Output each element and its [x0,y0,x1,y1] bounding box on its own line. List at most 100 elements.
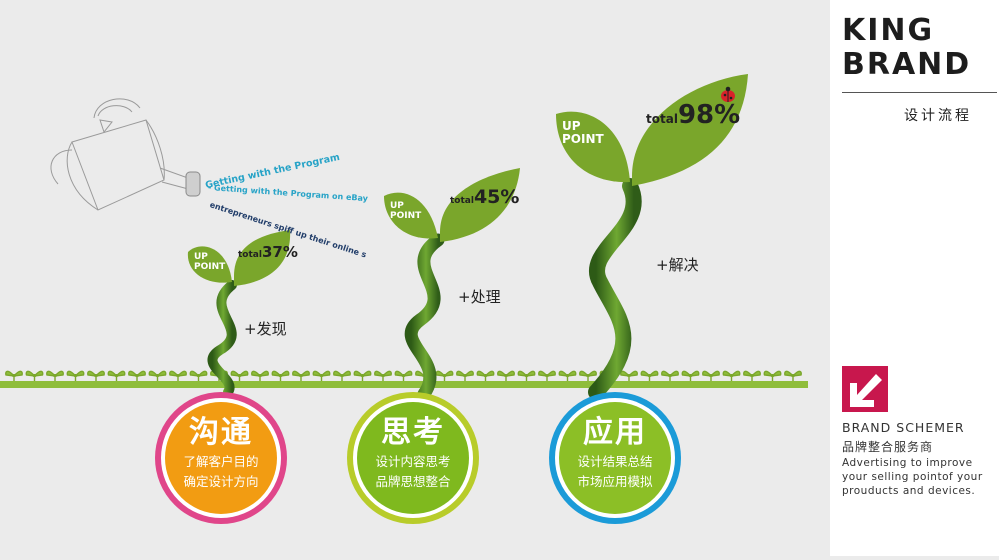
sprout [25,370,44,381]
circle-text-stage-2: 思考 设计内容思考 品牌思想整合 [353,414,473,492]
sprout [333,370,351,381]
circle-line-2: 市场应用模拟 [577,474,653,489]
sidebar: KING BRAND 设计流程 BRAND SCHEMER 品牌整合服务商 Ad… [830,0,999,556]
action-stage-1: +发现 [244,320,287,338]
total-value: 37% [261,243,298,261]
sprout [292,370,310,381]
sprout [87,370,105,381]
total-stage-1: total37% [238,243,298,261]
diagram-stage: Getting with the Program - Getting with … [0,74,808,524]
stem-stage-2 [404,233,445,401]
sprout [661,370,679,381]
circle-stage-2 [347,392,479,524]
leaf-left-stage-2 [384,192,438,239]
fill-stage-3 [559,402,671,514]
sprout [497,370,515,381]
circle-title: 沟通 [189,415,253,450]
total-word: total [450,196,474,206]
leaf-left-stage-1 [187,246,232,283]
leaf-label-stage-1: UP POINT [194,252,225,272]
leaf-label-up: UP [562,119,581,133]
ground-sprouts [5,370,802,381]
sprout [763,370,782,381]
total-stage-3: total98% [646,100,740,130]
brand-title-line-2: BRAND [842,47,972,82]
fill-stage-2 [357,402,469,514]
sprout [169,370,187,381]
sprout [271,370,290,381]
sprout [66,370,85,381]
stem-stage-1 [207,280,237,397]
schemer-logo [842,366,888,412]
leaf-label-point: POINT [194,262,226,272]
circle-text-stage-3: 应用 设计结果总结 市场应用模拟 [555,414,675,492]
circle-text-stage-1: 沟通 了解客户目的 确定设计方向 [161,414,281,492]
total-value: 45% [473,186,520,208]
leaf-label-up: UP [194,252,208,262]
brand-title-line-1: KING [842,13,935,48]
sprout [517,370,536,381]
circle-line-2: 确定设计方向 [183,474,259,489]
schemer-subtitle: 品牌整合服务商 [842,440,934,454]
sprout [579,370,597,381]
total-value: 98% [677,100,741,130]
sprout [128,370,146,381]
sprout [107,370,126,381]
sprout [374,370,392,381]
leaf-label-point: POINT [562,132,604,146]
leaf-right-stage-2 [440,168,520,242]
schemer-description: Advertising to improve your selling poin… [842,457,983,497]
leaf-right-stage-3 [632,74,748,186]
fill-stage-1 [165,402,277,514]
sprout [148,370,167,381]
sprout [640,370,659,381]
schemer-title: BRAND SCHEMER [842,420,965,435]
sprout [189,370,208,381]
leaf-label-up: UP [390,201,404,211]
sprout [251,370,269,381]
circle-title: 应用 [583,415,647,450]
sprout [538,370,556,381]
circle-stage-3 [549,392,681,524]
circle-line-1: 设计内容思考 [375,454,451,469]
leaf-label-point: POINT [390,211,422,221]
sprout [435,370,454,381]
circle-line-2: 品牌思想整合 [375,474,451,489]
brand-subtitle: 设计流程 [904,108,972,124]
leaf-label-stage-2: UP POINT [390,201,421,221]
arrow-down-left-icon [850,374,882,407]
brand-divider [842,92,997,93]
leaf-label-stage-3: UP POINT [562,120,604,146]
sprout [722,370,741,381]
sprout [558,370,577,381]
sprout [620,370,638,381]
circle-stage-1 [155,392,287,524]
ladybug-icon [721,86,735,102]
leaf-left-stage-3 [556,111,630,183]
sprout [5,370,23,381]
diagram-canvas [0,74,808,524]
sprout [312,370,331,381]
sprout [743,370,761,381]
total-word: total [646,112,678,126]
total-stage-2: total45% [450,186,519,208]
circle-title: 思考 [381,415,445,450]
circle-line-1: 设计结果总结 [577,454,653,469]
sprout [702,370,720,381]
leaf-right-stage-1 [234,230,291,286]
sprout [230,370,249,381]
circle-line-1: 了解客户目的 [183,454,259,469]
sprout [681,370,700,381]
action-stage-2: +处理 [458,288,501,306]
stem-stage-3 [588,178,642,400]
ground-bar [0,381,808,388]
total-word: total [238,250,262,260]
sprout [394,370,413,381]
sprout [476,370,495,381]
brand-title: KING BRAND [842,14,971,82]
sprout [784,370,802,381]
sprout [456,370,474,381]
sprout [46,370,64,381]
sprout [353,370,372,381]
action-stage-3: +解决 [656,256,699,274]
